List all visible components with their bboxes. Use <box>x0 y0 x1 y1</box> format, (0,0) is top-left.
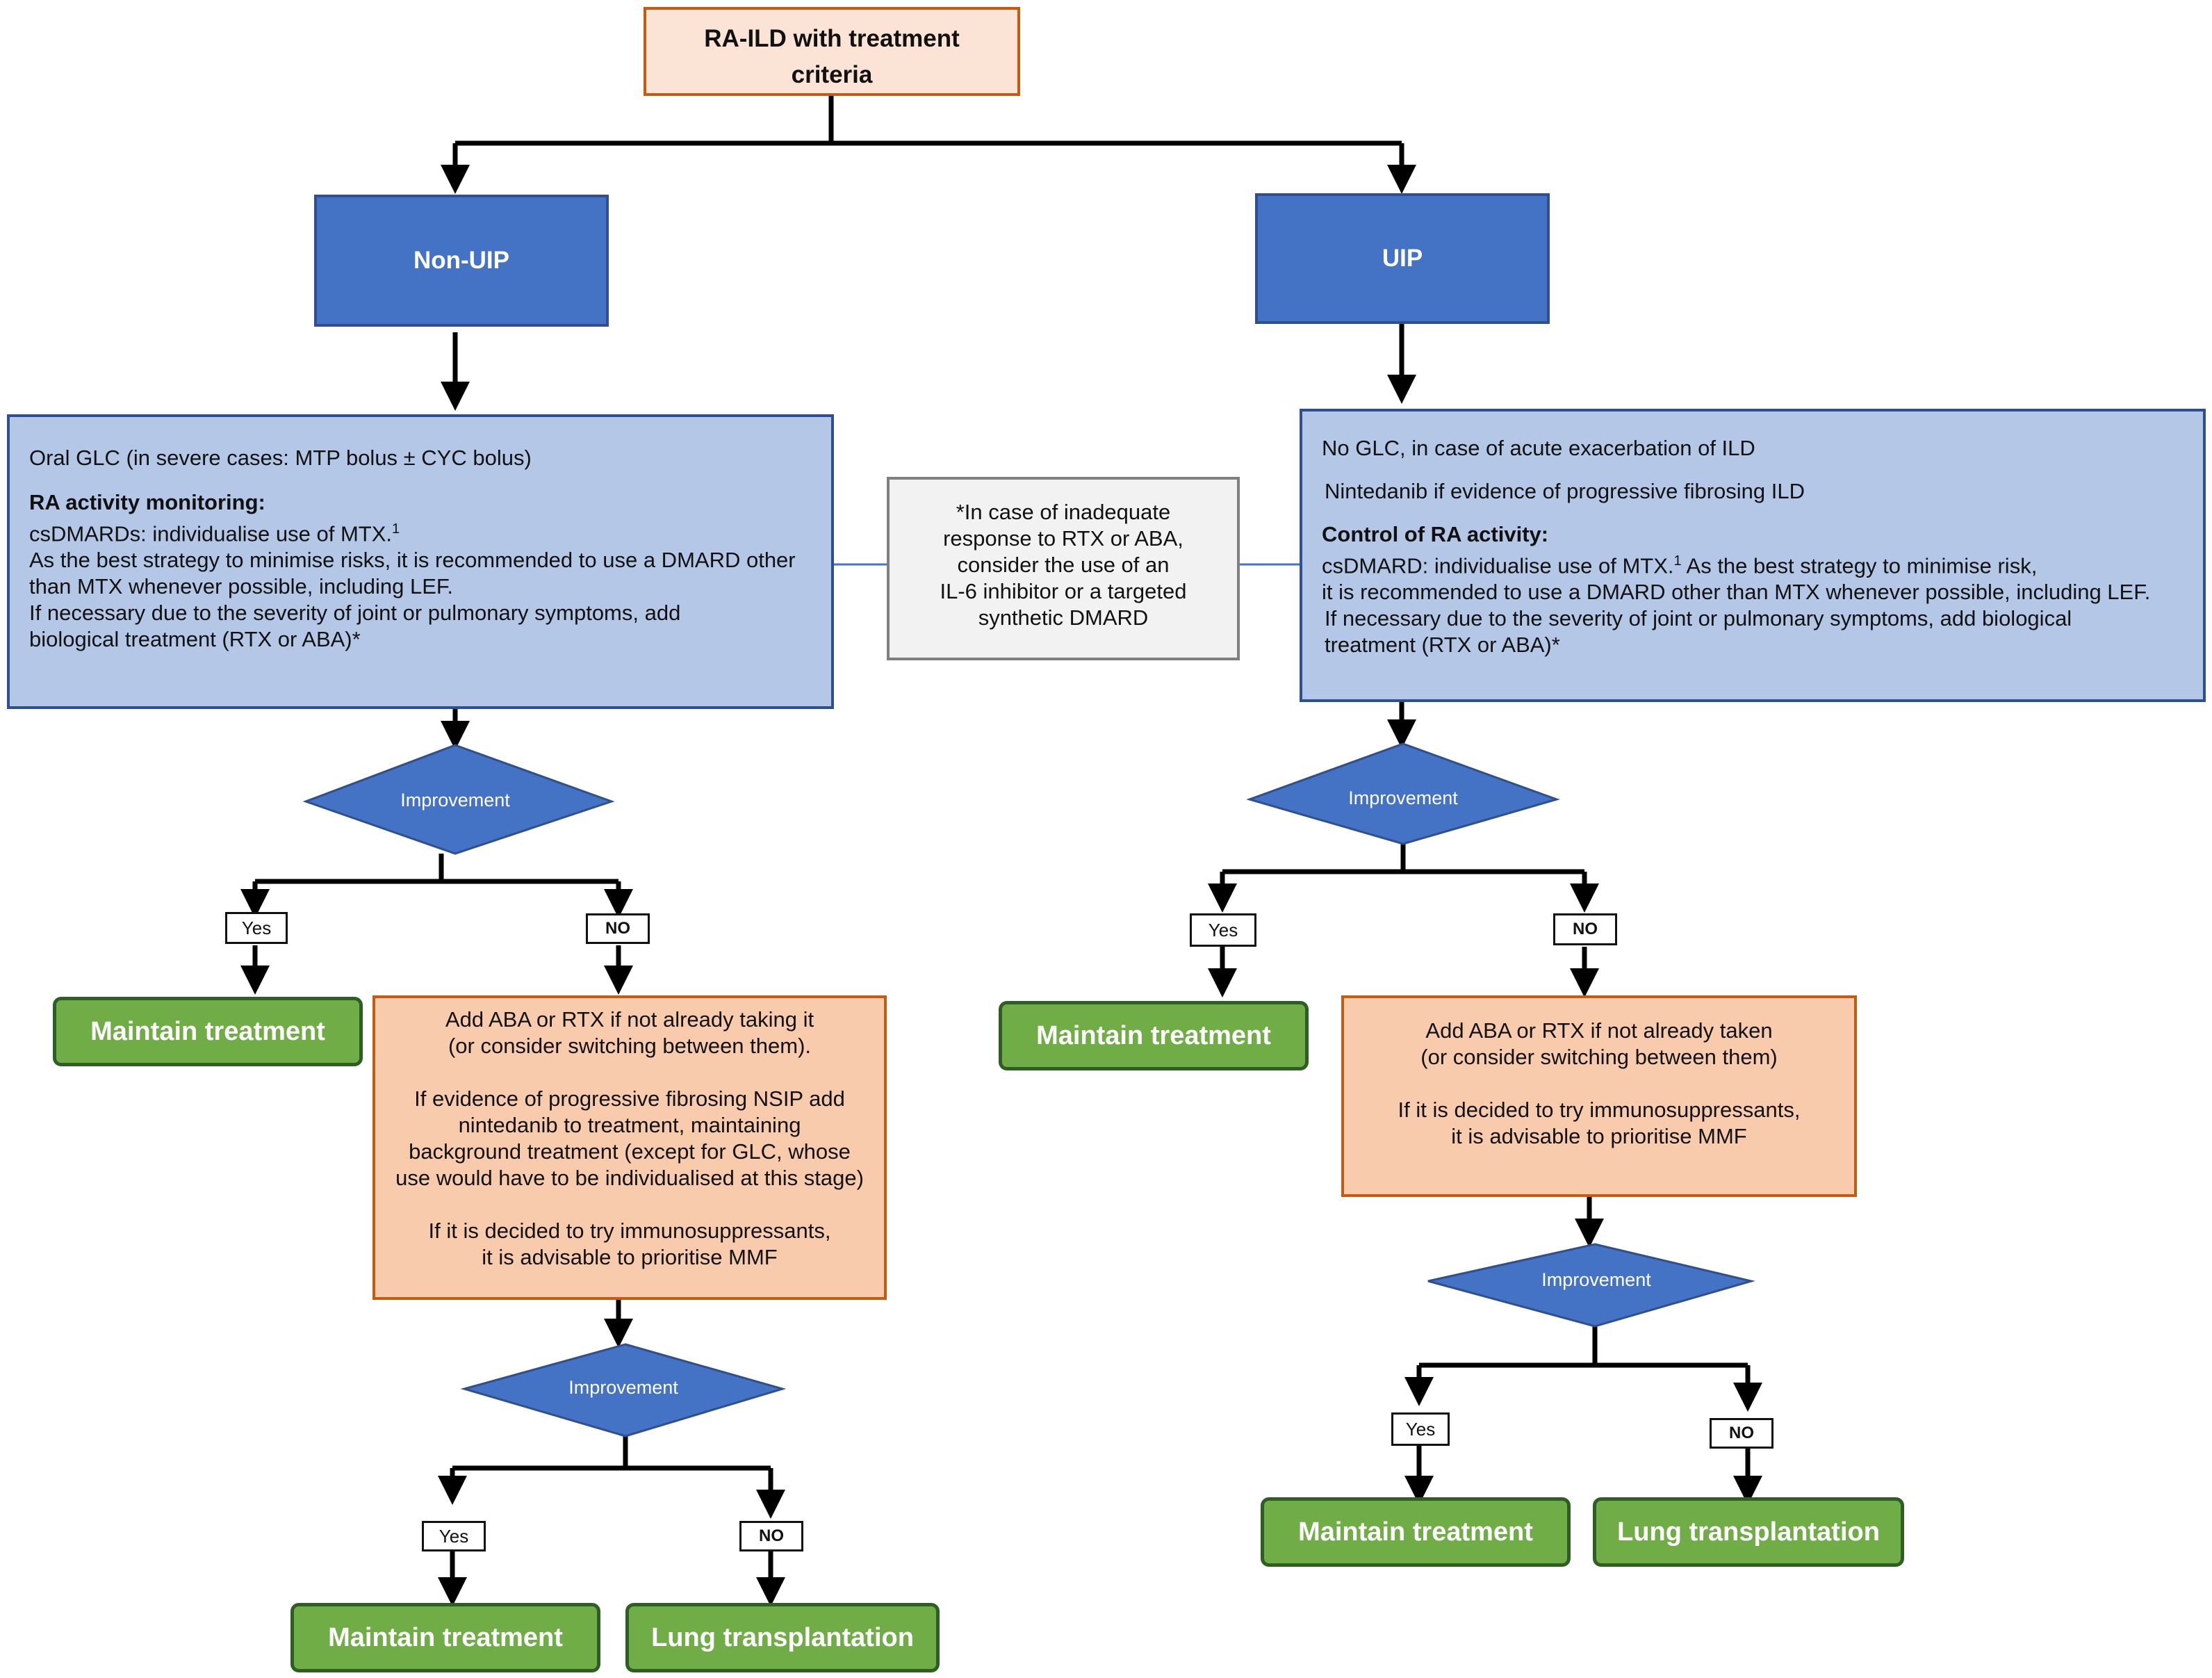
left-decision-1 <box>302 744 615 855</box>
right-maintain-treatment-1: Maintain treatment <box>999 1001 1309 1070</box>
right-lung-transplantation: Lung transplantation <box>1593 1497 1904 1567</box>
uip-line-4: it is recommended to use a DMARD other t… <box>1322 580 2151 605</box>
right-decision-2-label: Improvement <box>1541 1269 1651 1290</box>
uip-esc-line-1: Add ABA or RTX if not already taken <box>1425 1018 1773 1043</box>
uip-header: UIP <box>1255 193 1550 324</box>
left-no-tag-2: NO <box>739 1521 803 1551</box>
uip-line-5: If necessary due to the severity of join… <box>1325 606 2072 631</box>
left-maintain-treatment-1: Maintain treatment <box>53 997 363 1066</box>
footnote-1: 1 <box>392 521 400 537</box>
non-uip-line-1: Oral GLC (in severe cases: MTP bolus ± C… <box>29 446 532 470</box>
left-yes-tag-1: Yes <box>225 912 288 944</box>
non-uip-line-5: If necessary due to the severity of join… <box>29 601 681 626</box>
non-uip-escalation-box: Add ABA or RTX if not already taking it … <box>372 995 887 1300</box>
note-line-3: consider the use of an <box>957 553 1170 577</box>
uip-line-3b: As the best strategy to minimise risk, <box>1681 553 2038 578</box>
uip-esc-line-4: it is advisable to prioritise MMF <box>1451 1124 1747 1148</box>
non-uip-esc-line-4: nintedanib to treatment, maintaining <box>458 1113 801 1137</box>
uip-escalation-box: Add ABA or RTX if not already taken (or … <box>1341 995 1857 1197</box>
non-uip-treatment-box: Oral GLC (in severe cases: MTP bolus ± C… <box>7 414 834 709</box>
footnote-box: *In case of inadequate response to RTX o… <box>887 477 1240 660</box>
left-decision-1-label: Improvement <box>400 790 510 811</box>
root-line-1: RA-ILD with treatment <box>704 25 960 52</box>
right-yes-tag-2: Yes <box>1391 1412 1450 1446</box>
right-maintain-treatment-2: Maintain treatment <box>1261 1497 1571 1567</box>
non-uip-esc-line-5: background treatment (except for GLC, wh… <box>409 1139 851 1164</box>
non-uip-esc-line-7: If it is decided to try immunosuppressan… <box>428 1219 831 1243</box>
left-no-tag-1: NO <box>586 913 650 944</box>
non-uip-esc-line-2: (or consider switching between them). <box>448 1034 812 1058</box>
non-uip-esc-line-6: use would have to be individualised at t… <box>395 1166 864 1190</box>
right-no-tag-2: NO <box>1710 1418 1773 1449</box>
uip-heading: Control of RA activity: <box>1322 522 1549 546</box>
non-uip-line-4: than MTX whenever possible, including LE… <box>29 574 453 599</box>
non-uip-heading: RA activity monitoring: <box>29 490 265 514</box>
note-line-4: IL-6 inhibitor or a targeted <box>940 579 1187 603</box>
uip-line-2: Nintedanib if evidence of progressive fi… <box>1325 479 1805 503</box>
uip-esc-line-3: If it is decided to try immunosuppressan… <box>1398 1098 1801 1122</box>
non-uip-esc-line-8: it is advisable to prioritise MMF <box>482 1245 778 1269</box>
uip-line-1: No GLC, in case of acute exacerbation of… <box>1322 436 1755 460</box>
left-lung-transplantation: Lung transplantation <box>625 1603 940 1672</box>
note-line-2: response to RTX or ABA, <box>943 526 1183 551</box>
uip-treatment-box: No GLC, in case of acute exacerbation of… <box>1300 409 2206 702</box>
left-yes-tag-2: Yes <box>422 1521 486 1551</box>
right-decision-1 <box>1246 742 1560 845</box>
right-decision-2 <box>1427 1243 1755 1328</box>
right-yes-tag-1: Yes <box>1190 913 1256 947</box>
note-line-5: synthetic DMARD <box>978 605 1149 630</box>
footnote-1b: 1 <box>1673 553 1682 569</box>
non-uip-line-2: csDMARDs: individualise use of MTX. <box>29 521 392 546</box>
root-line-2: criteria <box>791 61 873 88</box>
non-uip-header: Non-UIP <box>314 195 609 327</box>
non-uip-esc-line-3: If evidence of progressive fibrosing NSI… <box>414 1086 845 1111</box>
left-decision-2-label: Improvement <box>568 1377 678 1398</box>
root-node: RA-ILD with treatment criteria <box>644 7 1020 96</box>
left-decision-2 <box>460 1343 787 1437</box>
non-uip-esc-line-1: Add ABA or RTX if not already taking it <box>445 1007 814 1032</box>
note-line-1: *In case of inadequate <box>956 500 1171 524</box>
non-uip-line-3: As the best strategy to minimise risks, … <box>29 548 796 573</box>
right-decision-1-label: Improvement <box>1348 788 1458 808</box>
left-maintain-treatment-2: Maintain treatment <box>290 1603 600 1672</box>
non-uip-line-6: biological treatment (RTX or ABA)* <box>29 627 361 652</box>
right-no-tag-1: NO <box>1553 913 1617 945</box>
uip-line-6: treatment (RTX or ABA)* <box>1325 633 1560 658</box>
uip-esc-line-2: (or consider switching between them) <box>1420 1045 1778 1069</box>
uip-line-3: csDMARD: individualise use of MTX. <box>1322 553 1674 578</box>
